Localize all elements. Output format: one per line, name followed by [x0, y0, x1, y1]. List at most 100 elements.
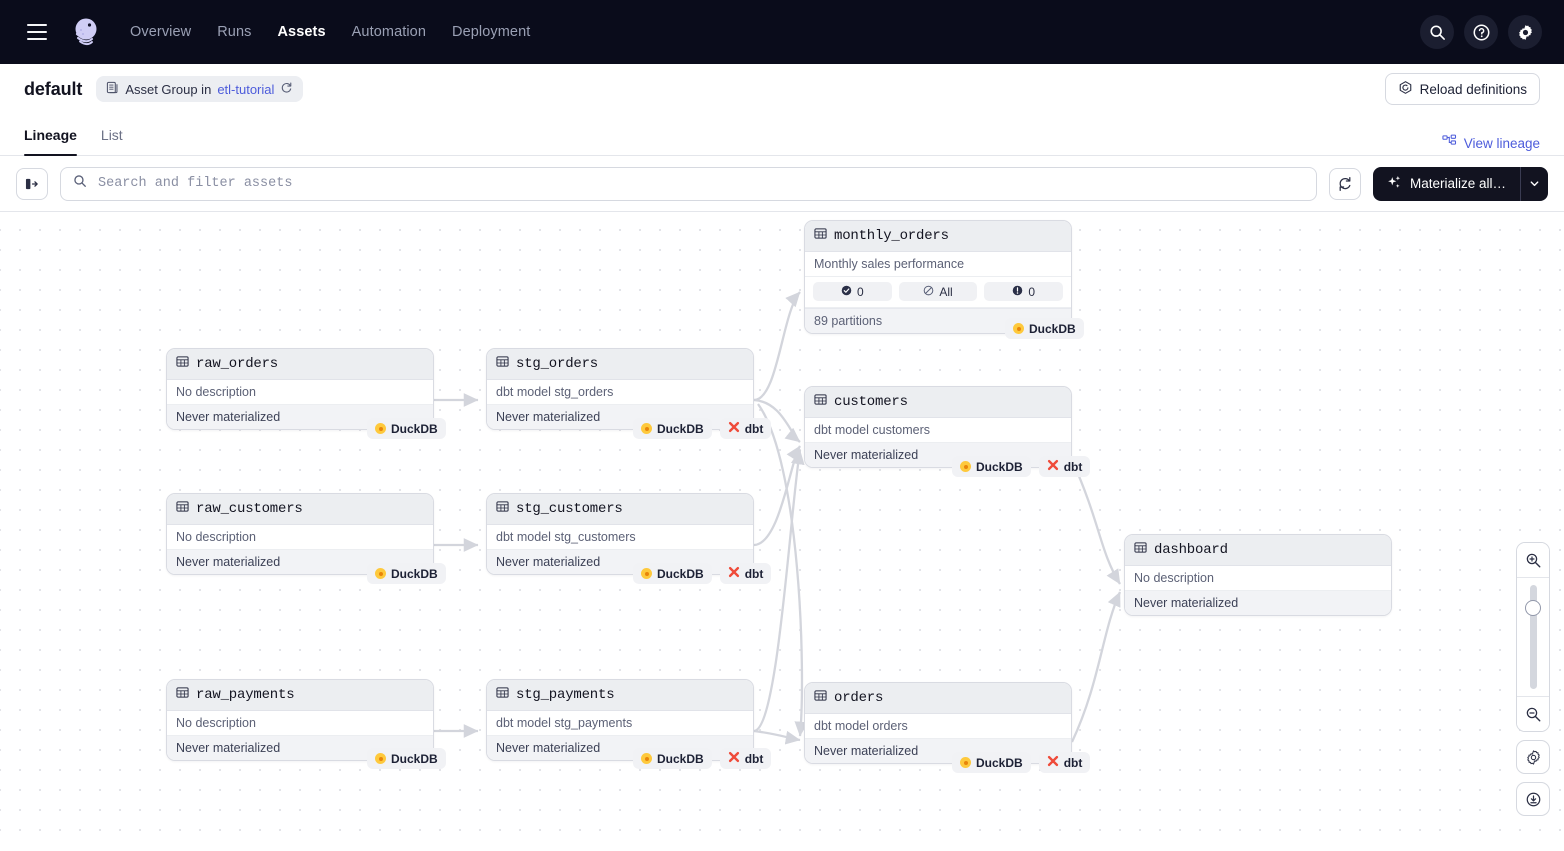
- partition-chip-failed[interactable]: 0: [984, 282, 1064, 301]
- check-circle-icon: [841, 285, 852, 299]
- dbt-icon: [728, 566, 740, 581]
- asset-node-raw_customers[interactable]: raw_customers No description Never mater…: [166, 493, 434, 575]
- compute-kind-tag-dbt[interactable]: dbt: [719, 748, 772, 769]
- asset-tags-raw_payments: DuckDB: [367, 748, 446, 769]
- dbt-icon: [728, 421, 740, 436]
- edge-orders-dashboard: [1070, 591, 1122, 743]
- compute-kind-label: DuckDB: [657, 751, 704, 766]
- compute-kind-tag-dbt[interactable]: dbt: [719, 418, 772, 439]
- zoom-slider-handle[interactable]: [1525, 600, 1541, 616]
- duckdb-icon: [960, 757, 971, 768]
- partition-chip-materialized[interactable]: 0: [813, 282, 892, 301]
- duckdb-icon: [375, 568, 386, 579]
- asset-node-header: stg_orders: [487, 349, 753, 380]
- asset-node-description: dbt model stg_customers: [487, 525, 753, 550]
- panel-toggle-icon[interactable]: [16, 167, 48, 200]
- partition-chip-label: All: [939, 284, 953, 299]
- compute-kind-tag-dbt[interactable]: dbt: [1038, 752, 1091, 773]
- asset-node-description: dbt model orders: [805, 714, 1071, 739]
- zoom-slider[interactable]: [1517, 577, 1549, 697]
- asset-node-description: Monthly sales performance: [805, 252, 1071, 277]
- no-entry-icon: [923, 285, 934, 299]
- asset-tags-stg_customers: DuckDB dbt: [633, 563, 772, 584]
- asset-node-name: dashboard: [1154, 542, 1228, 558]
- compute-kind-tag-dbt[interactable]: dbt: [1038, 456, 1091, 477]
- compute-kind-label: DuckDB: [391, 566, 438, 581]
- asset-node-description: No description: [167, 711, 433, 736]
- asset-node-dashboard[interactable]: dashboard No description Never materiali…: [1124, 534, 1392, 616]
- compute-kind-tag-dbt[interactable]: dbt: [719, 563, 772, 584]
- compute-kind-tag-duckdb[interactable]: DuckDB: [367, 748, 446, 769]
- compute-kind-tag-duckdb[interactable]: DuckDB: [367, 418, 446, 439]
- gear-icon[interactable]: [1508, 15, 1542, 49]
- nav-link-overview[interactable]: Overview: [130, 24, 192, 40]
- table-icon: [814, 689, 827, 707]
- top-navigation-bar: Overview Runs Assets Automation Deployme…: [0, 0, 1564, 64]
- compute-kind-tag-duckdb[interactable]: DuckDB: [367, 563, 446, 584]
- asset-node-stg_orders[interactable]: stg_orders dbt model stg_orders Never ma…: [486, 348, 754, 430]
- partition-status-row: 0 All 0: [805, 277, 1071, 308]
- compute-kind-tag-duckdb[interactable]: DuckDB: [633, 418, 712, 439]
- zoom-in-icon[interactable]: [1517, 543, 1549, 577]
- compute-kind-label: dbt: [744, 421, 764, 436]
- asset-node-raw_payments[interactable]: raw_payments No description Never materi…: [166, 679, 434, 761]
- asset-node-name: raw_orders: [196, 356, 279, 372]
- zoom-controls: [1516, 542, 1550, 816]
- compute-kind-label: DuckDB: [391, 751, 438, 766]
- asset-node-name: customers: [834, 394, 908, 410]
- partition-chip-label: 0: [1028, 284, 1036, 299]
- asset-group-badge[interactable]: Asset Group in etl-tutorial: [96, 76, 304, 102]
- search-filter-box[interactable]: [60, 166, 1317, 201]
- compute-kind-tag-duckdb[interactable]: DuckDB: [1005, 318, 1084, 339]
- asset-tags-stg_payments: DuckDB dbt: [633, 748, 772, 769]
- asset-node-monthly_orders[interactable]: monthly_orders Monthly sales performance…: [804, 220, 1072, 334]
- nav-link-runs[interactable]: Runs: [217, 24, 252, 40]
- materialize-all-button[interactable]: Materialize all…: [1372, 166, 1520, 201]
- search-icon[interactable]: [1420, 15, 1454, 49]
- asset-node-status: Never materialized: [487, 405, 753, 429]
- duckdb-icon: [641, 568, 652, 579]
- compute-kind-tag-duckdb[interactable]: DuckDB: [633, 748, 712, 769]
- duckdb-icon: [641, 753, 652, 764]
- help-icon[interactable]: [1464, 15, 1498, 49]
- fit-to-screen-icon[interactable]: [1516, 782, 1550, 816]
- graph-settings-gear-icon[interactable]: [1516, 740, 1550, 774]
- tab-lineage[interactable]: Lineage: [24, 114, 77, 156]
- compute-kind-tag-duckdb[interactable]: DuckDB: [633, 563, 712, 584]
- compute-kind-tag-duckdb[interactable]: DuckDB: [952, 752, 1031, 773]
- view-lineage-link[interactable]: View lineage: [1442, 134, 1540, 155]
- nav-link-automation[interactable]: Automation: [351, 24, 427, 40]
- table-icon: [176, 500, 189, 518]
- hamburger-menu-icon[interactable]: [20, 15, 54, 49]
- tab-list[interactable]: List: [100, 126, 123, 143]
- lineage-graph-canvas[interactable]: monthly_orders Monthly sales performance…: [0, 212, 1564, 835]
- table-icon: [496, 686, 509, 704]
- asset-node-header: monthly_orders: [805, 221, 1071, 252]
- zoom-out-icon[interactable]: [1517, 697, 1549, 731]
- search-icon: [73, 174, 87, 193]
- nav-link-assets[interactable]: Assets: [277, 24, 326, 40]
- refresh-graph-button[interactable]: [1328, 167, 1361, 200]
- search-input[interactable]: [96, 175, 1304, 192]
- dagster-logo[interactable]: [68, 14, 104, 50]
- compute-kind-label: dbt: [1063, 459, 1083, 474]
- table-icon: [496, 355, 509, 373]
- compute-kind-label: DuckDB: [391, 421, 438, 436]
- compute-kind-tag-duckdb[interactable]: DuckDB: [952, 456, 1031, 477]
- asset-tags-raw_customers: DuckDB: [367, 563, 446, 584]
- partition-chip-missing[interactable]: All: [898, 282, 978, 301]
- duckdb-icon: [960, 461, 971, 472]
- reload-definitions-button[interactable]: Reload definitions: [1384, 73, 1540, 105]
- asset-node-raw_orders[interactable]: raw_orders No description Never material…: [166, 348, 434, 430]
- duckdb-icon: [375, 423, 386, 434]
- refresh-icon[interactable]: [280, 81, 293, 97]
- asset-node-description: No description: [1125, 566, 1391, 591]
- asset-node-description: No description: [167, 380, 433, 405]
- asset-group-link[interactable]: etl-tutorial: [217, 81, 275, 97]
- nav-link-deployment[interactable]: Deployment: [452, 24, 531, 40]
- asset-node-name: raw_payments: [196, 687, 295, 703]
- asset-node-customers[interactable]: customers dbt model customers Never mate…: [804, 386, 1072, 468]
- asset-node-header: customers: [805, 387, 1071, 418]
- compute-kind-label: DuckDB: [657, 421, 704, 436]
- chevron-down-icon[interactable]: [1520, 166, 1548, 201]
